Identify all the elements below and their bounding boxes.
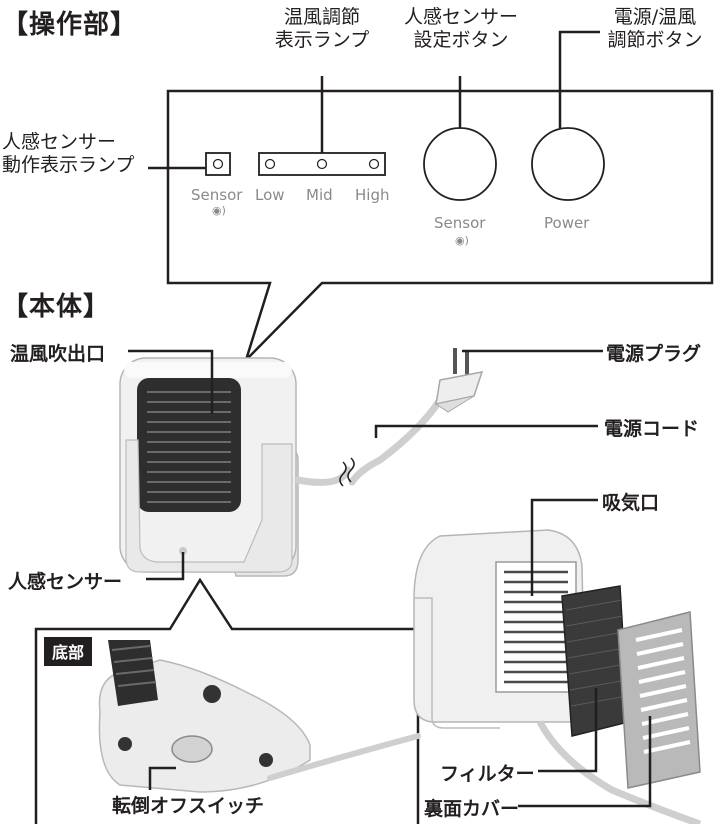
power-button-label: Power [544, 214, 590, 232]
sensor-lamp-label: Sensor [191, 186, 243, 204]
human-sensor-label: 人感センサー [8, 571, 123, 593]
sensor-lamp-callout-line1: 人感センサー [2, 131, 117, 153]
tip-switch-label: 転倒オフスイッチ [112, 795, 265, 817]
heat-lamp-indicator [258, 152, 386, 176]
control-section-title: 【操作部】 [2, 10, 138, 40]
sensor-setting-callout-line1: 人感センサー [403, 6, 518, 28]
heat-lamp-callout-line1: 温風調節 [283, 6, 360, 28]
sensor-setting-callout-line2: 設定ボタン [413, 29, 509, 51]
power-button-callout: 電源/温風 調節ボタン [600, 6, 710, 52]
back-cover-label: 裏面カバー [424, 798, 520, 820]
filter-label: フィルター [440, 763, 535, 785]
lamp-mid-label: Mid [306, 186, 333, 204]
power-button-circle [531, 127, 605, 201]
power-cord [294, 466, 352, 486]
cord-label: 電源コード [604, 418, 700, 440]
back-cover-part [617, 611, 701, 789]
plug-label: 電源プラグ [606, 343, 702, 365]
heater-back [413, 529, 702, 824]
intake-label: 吸気口 [602, 492, 660, 514]
sensor-lamp-callout: 人感センサー 動作表示ランプ [2, 131, 134, 177]
sensor-wifi-icon: ◉) [212, 204, 226, 217]
lamp-low-label: Low [255, 186, 285, 204]
sensor-lamp-callout-line2: 動作表示ランプ [2, 154, 135, 176]
sensor-setting-callout: 人感センサー 設定ボタン [396, 6, 526, 52]
outlet-label: 温風吹出口 [10, 343, 106, 365]
heater-front [119, 357, 299, 577]
bottom-view-image [98, 640, 421, 793]
power-button-callout-line2: 調節ボタン [607, 29, 703, 51]
sensor-button-label: Sensor [434, 214, 486, 232]
body-section-title: 【本体】 [2, 292, 111, 322]
lamp-high-label: High [355, 186, 390, 204]
heat-lamp-callout: 温風調節 表示ランプ [262, 6, 382, 52]
heat-lamp-callout-line2: 表示ランプ [274, 29, 370, 51]
sensor-button-wifi-icon: ◉) [455, 234, 469, 247]
bottom-view-badge: 底部 [44, 637, 93, 666]
power-button-callout-line1: 電源/温風 [613, 6, 697, 28]
sensor-button-circle [423, 127, 497, 201]
power-plug [434, 348, 484, 413]
sensor-lamp-indicator [205, 152, 231, 176]
